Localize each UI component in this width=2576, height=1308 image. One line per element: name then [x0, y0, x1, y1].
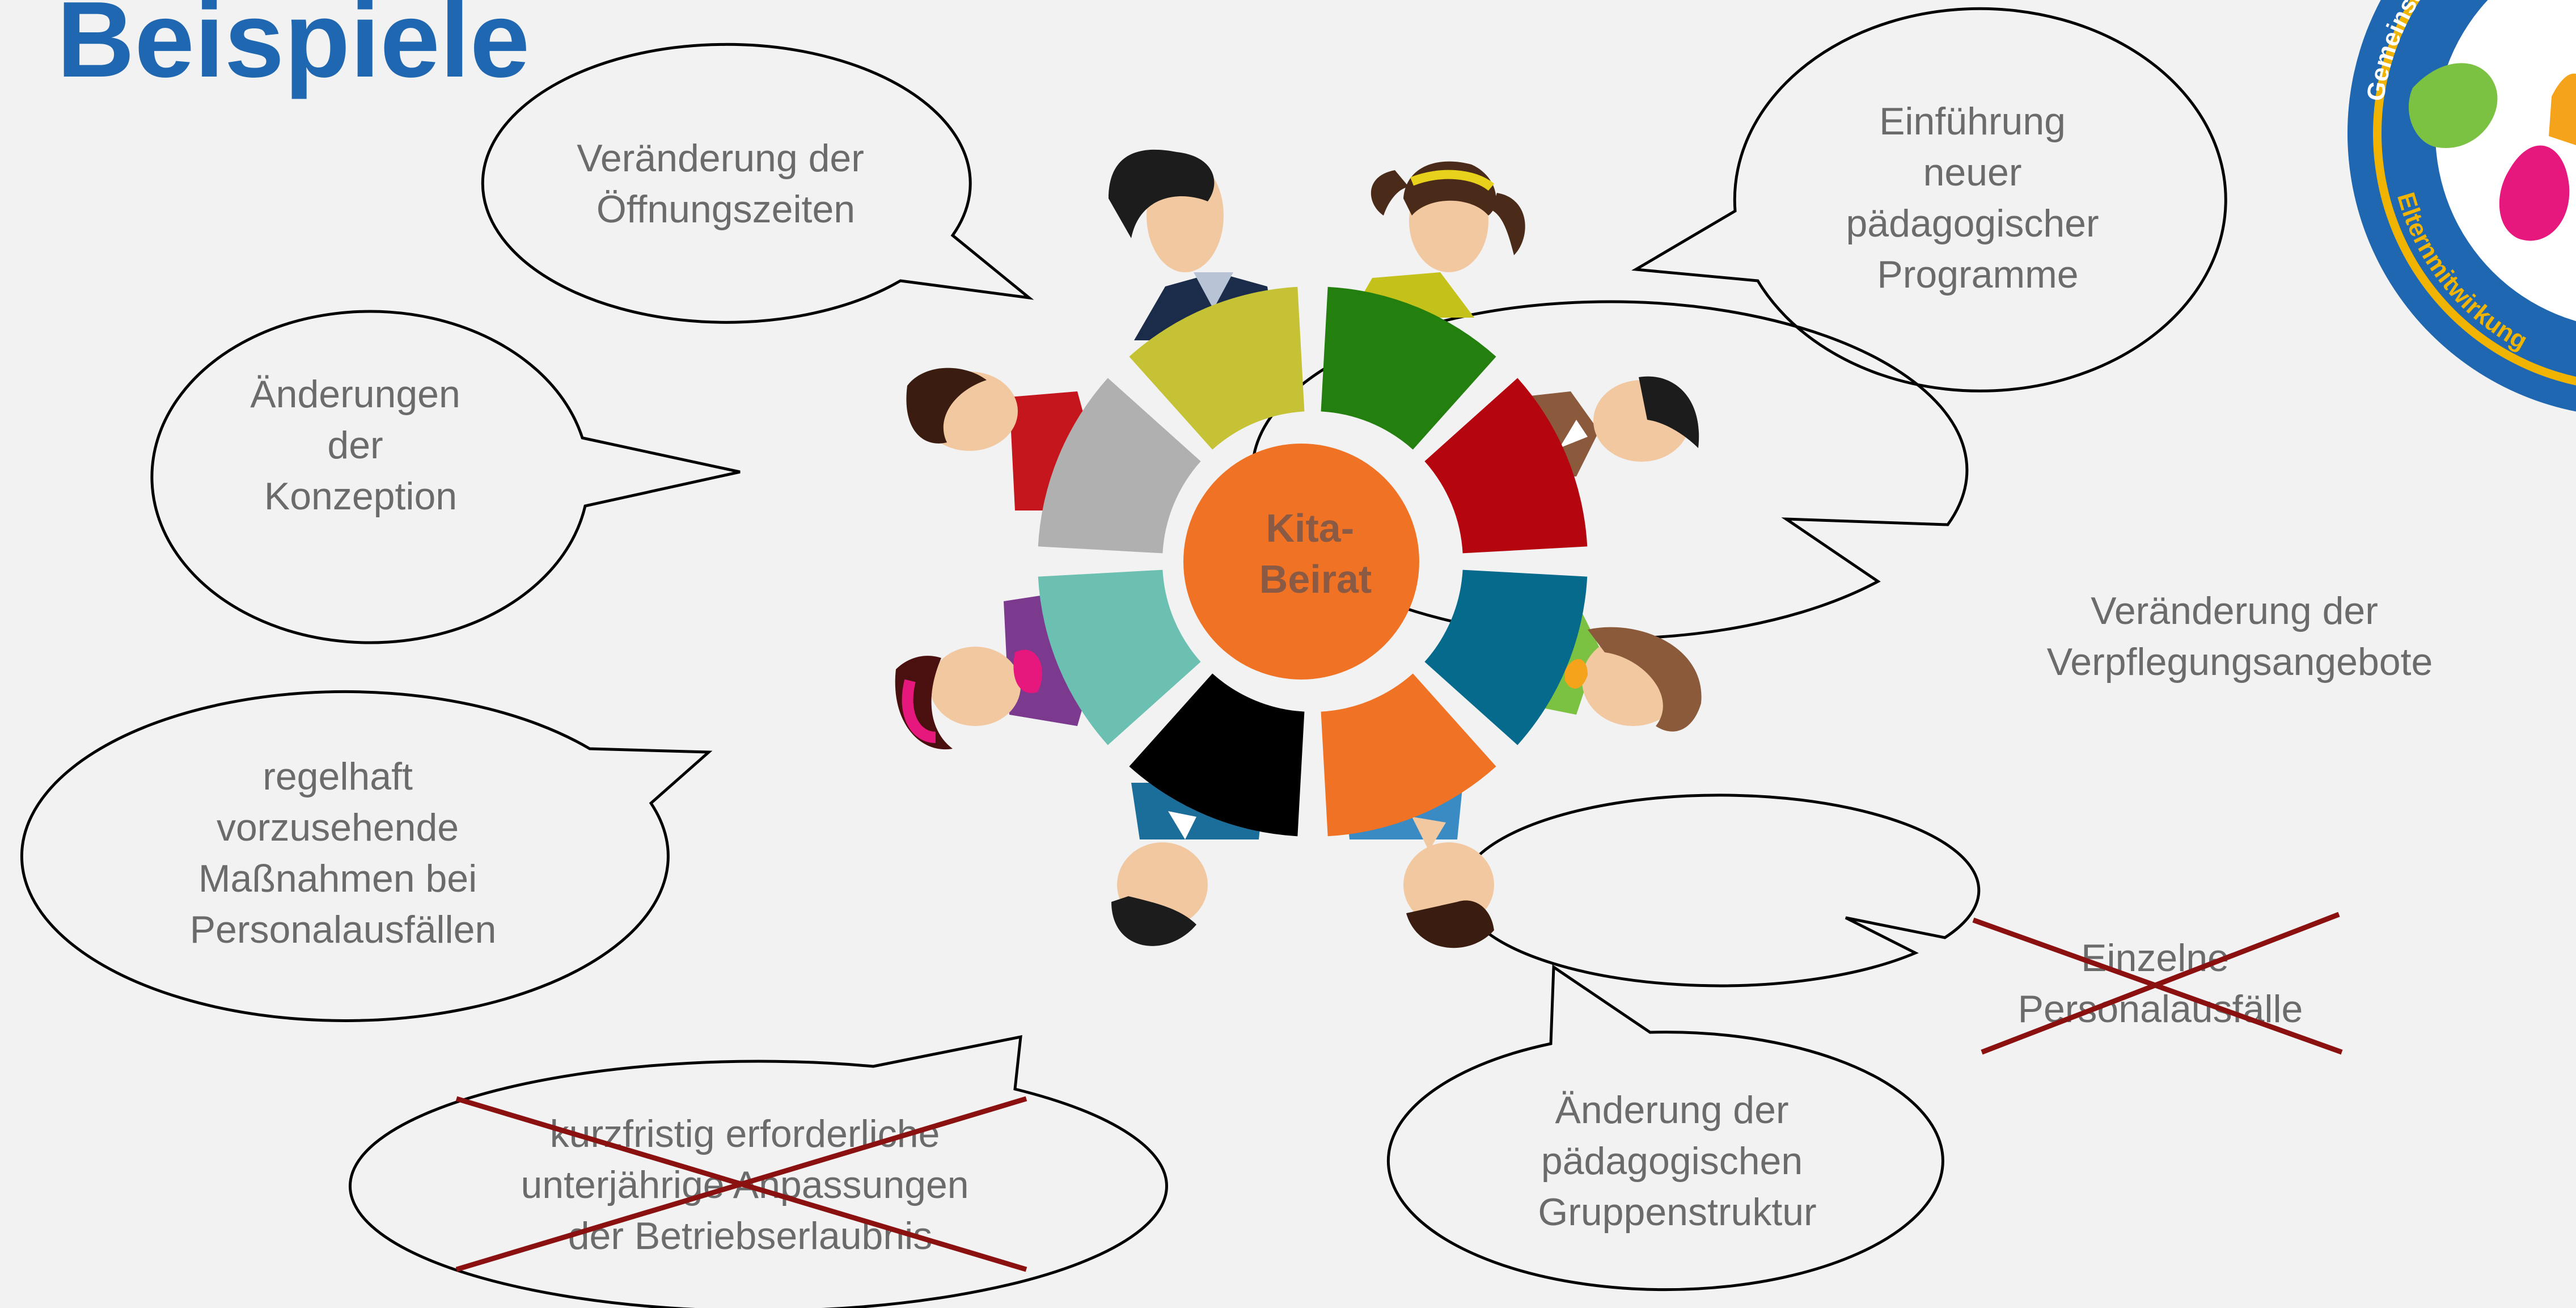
cross-line-einzelne-b	[1981, 912, 2340, 1055]
bubble-text-programme: Einführung neuer pädagogischer Programme	[1846, 100, 2109, 296]
logo-badge: Gemeinsam für eine Elternmitwirkung	[2347, 0, 2576, 412]
table-segment-lower-left	[1038, 569, 1201, 745]
table-segment-upper-left	[1038, 378, 1201, 554]
table-segment-lower-right	[1424, 569, 1588, 745]
table-segment-bottom-right	[1321, 673, 1496, 837]
people-around-table	[895, 149, 1702, 948]
bubble-text-personalausfaelle-massnahmen: regelhaft vorzusehende Maßnahmen bei Per…	[190, 755, 497, 951]
table-segment-top-left	[1129, 286, 1305, 450]
table-segment-upper-right	[1424, 378, 1588, 554]
cross-line-betriebserlaubnis-b	[455, 1096, 1027, 1272]
logo-orange-hand-icon	[2549, 73, 2576, 145]
bubble-konzeption	[150, 310, 741, 644]
table-segment-bottom-left	[1129, 673, 1305, 837]
table-segments	[1038, 286, 1588, 837]
bubble-programme	[1631, 7, 2227, 393]
bubble-personalausfaelle-massnahmen	[20, 690, 713, 1022]
bubble-text-einzelne-personalausfaelle: Einzelne Personalausfälle	[2018, 936, 2303, 1031]
bubble-text-konzeption: Änderungen der Konzeption	[250, 373, 471, 518]
bubble-text-verpflegung: Veränderung der Verpflegungsangebote	[2047, 589, 2433, 683]
cross-out-marks	[455, 912, 2343, 1272]
bubble-text-oeffnungszeiten: Veränderung der Öffnungszeiten	[577, 137, 875, 231]
bubble-oeffnungszeiten	[481, 43, 1034, 324]
bubble-einzelne-personalausfaelle	[1459, 794, 1981, 988]
logo-green-hand-icon	[2408, 63, 2498, 148]
table-segment-top-right	[1321, 286, 1496, 450]
bubble-betriebserlaubnis	[348, 1035, 1168, 1308]
slide-title: Beispiele	[57, 0, 530, 100]
round-table: Kita- Beirat	[1038, 286, 1588, 837]
center-label: Kita- Beirat	[1259, 506, 1372, 601]
bubble-texts: Veränderung der Öffnungszeiten Änderunge…	[190, 100, 2433, 1258]
logo-pink-hand-icon	[2499, 145, 2570, 241]
bubble-gruppenstruktur	[1386, 964, 1944, 1292]
bubble-text-gruppenstruktur: Änderung der pädagogischen Gruppenstrukt…	[1538, 1088, 1816, 1234]
table-center	[1183, 444, 1419, 680]
